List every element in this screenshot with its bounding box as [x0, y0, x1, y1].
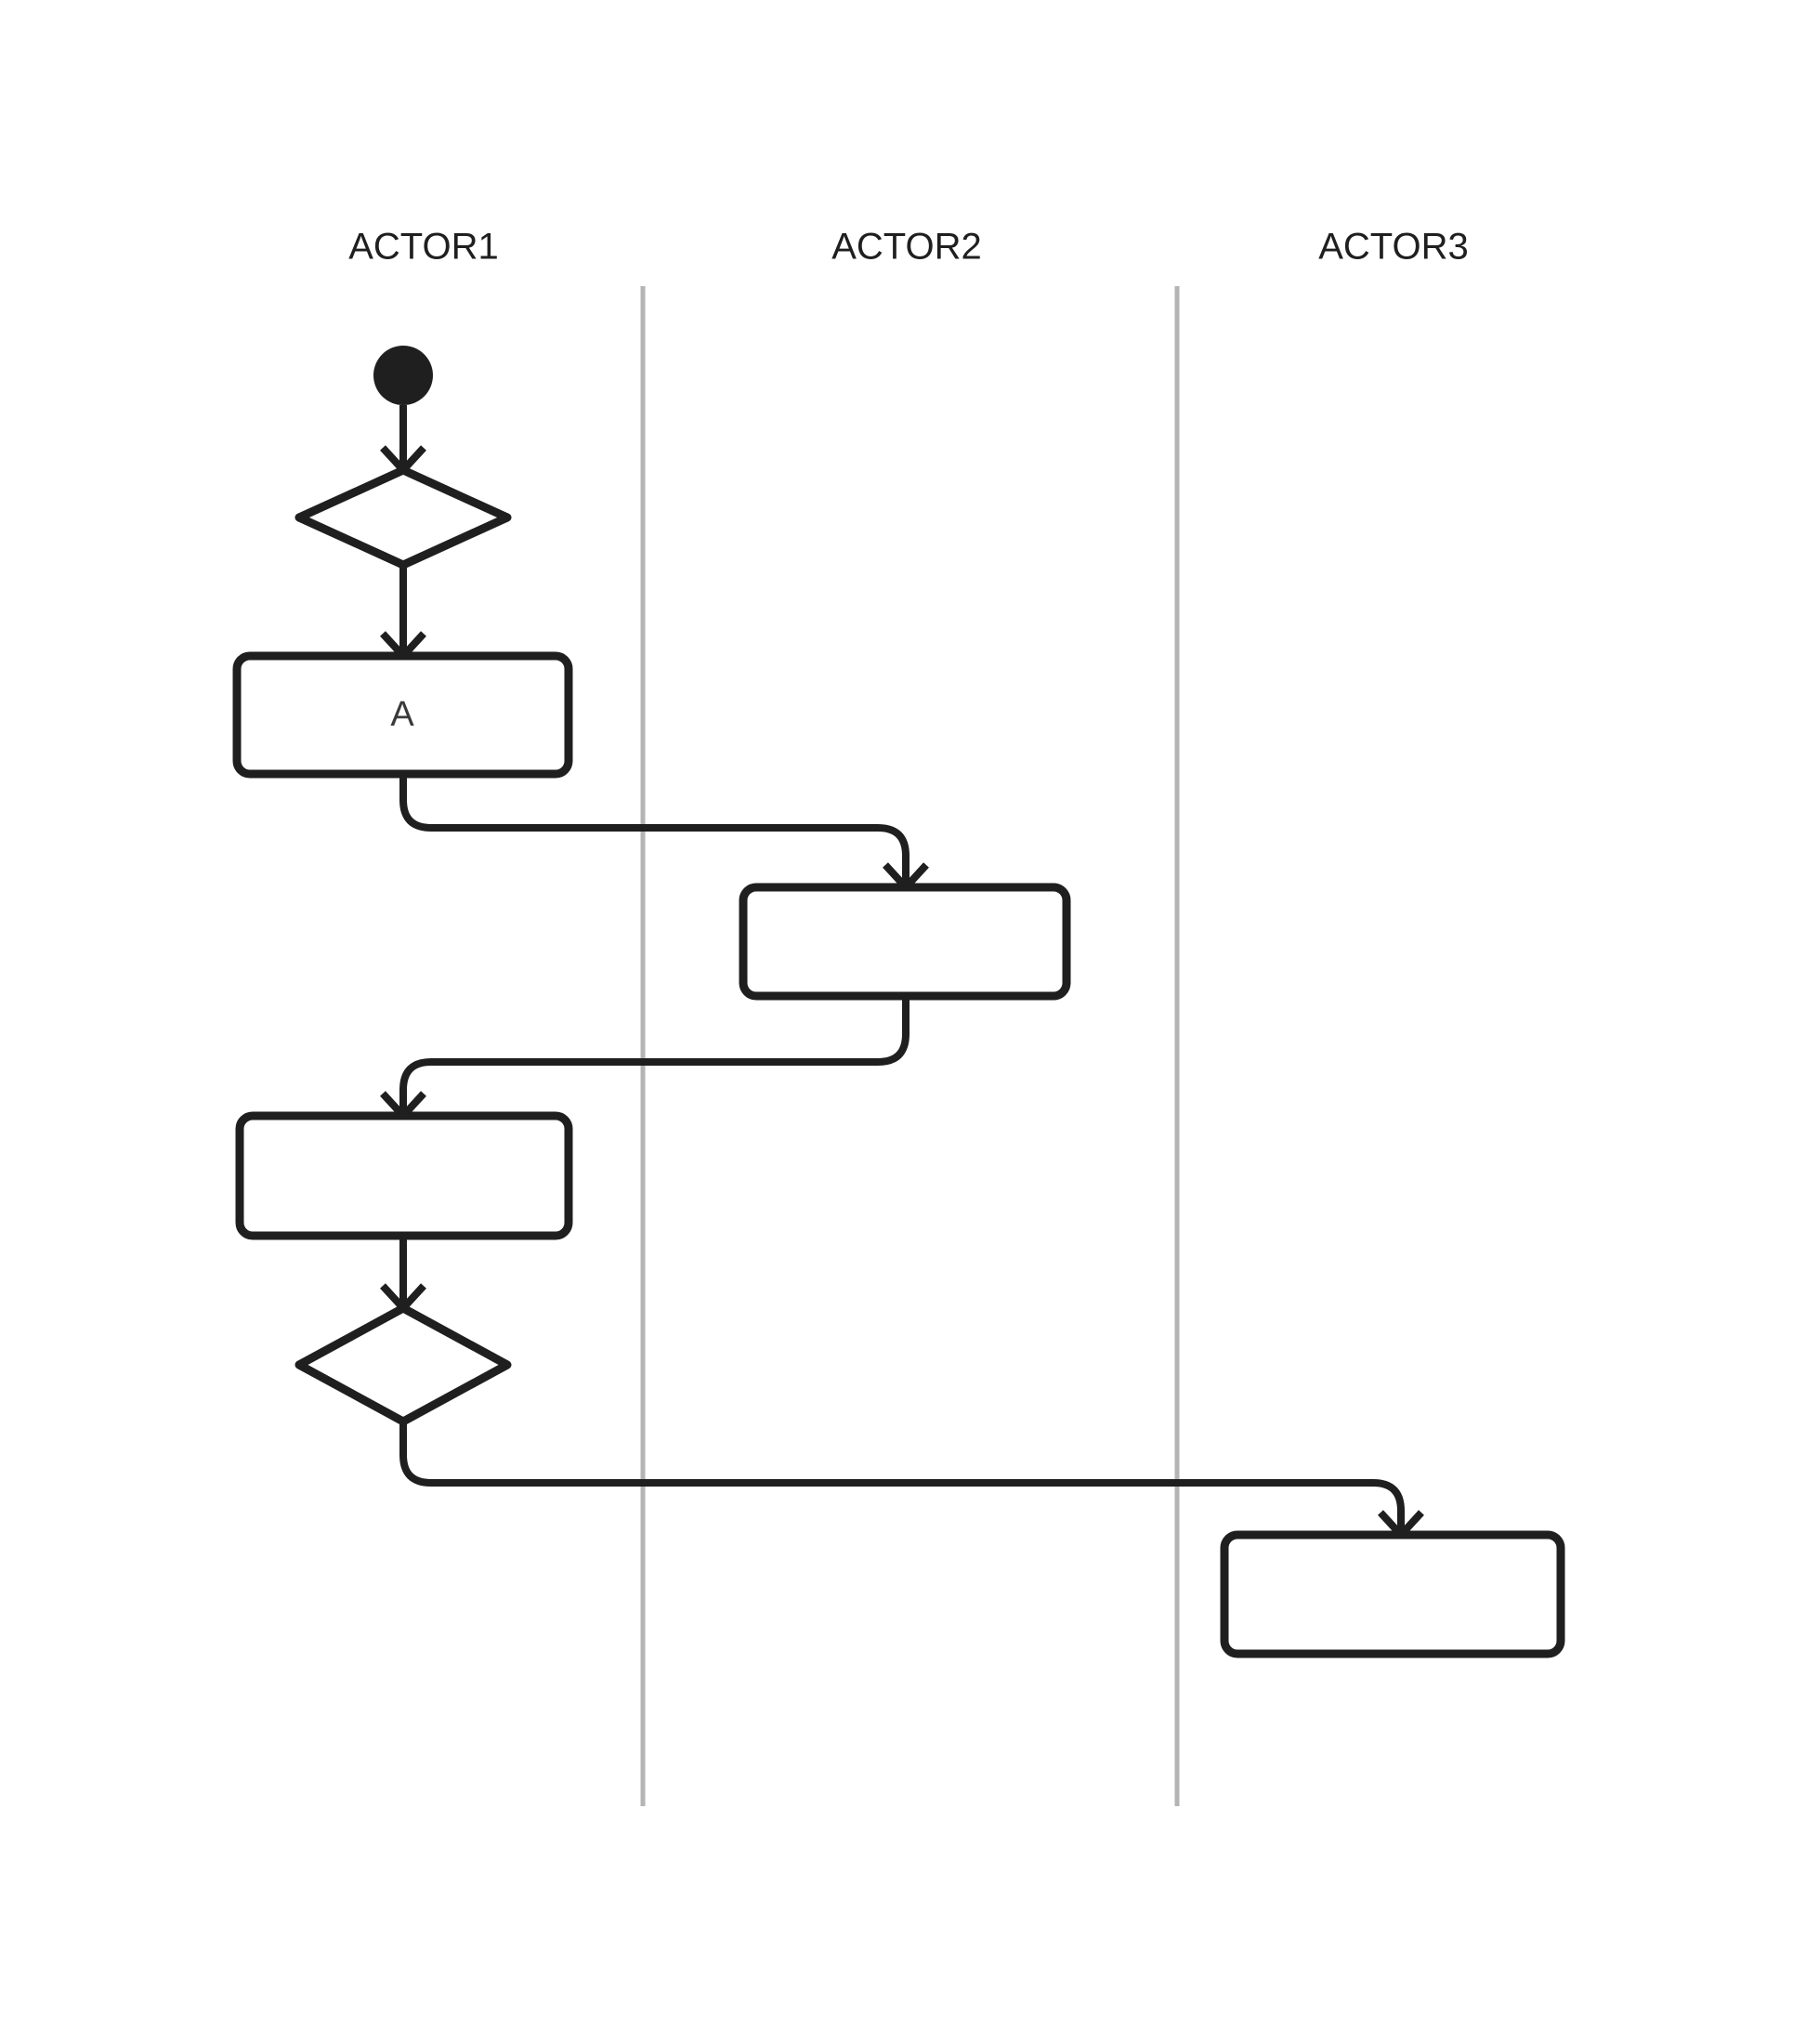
edge-action-a-to-action-actor2 [399, 774, 929, 893]
lane-title-actor1: ACTOR1 [348, 227, 499, 268]
edge-decision1-to-action-a [380, 565, 426, 662]
edge-decision2-to-action-actor3 [399, 1422, 1424, 1540]
decision-node-1[interactable] [294, 465, 512, 570]
edge-action-actor1-to-decision2 [380, 1236, 426, 1314]
action-node-a[interactable]: A [232, 651, 573, 779]
edge-start-to-decision1 [380, 405, 426, 476]
decision-node-2[interactable] [294, 1304, 512, 1426]
start-node[interactable] [373, 346, 433, 405]
action-node-actor3[interactable] [1220, 1530, 1565, 1658]
lane-title-actor3: ACTOR3 [1318, 227, 1469, 268]
lane-title-actor2: ACTOR2 [831, 227, 982, 268]
action-node-a-label: A [390, 695, 414, 734]
action-node-actor1-second[interactable] [235, 1111, 573, 1240]
action-node-actor2[interactable] [739, 883, 1071, 1001]
